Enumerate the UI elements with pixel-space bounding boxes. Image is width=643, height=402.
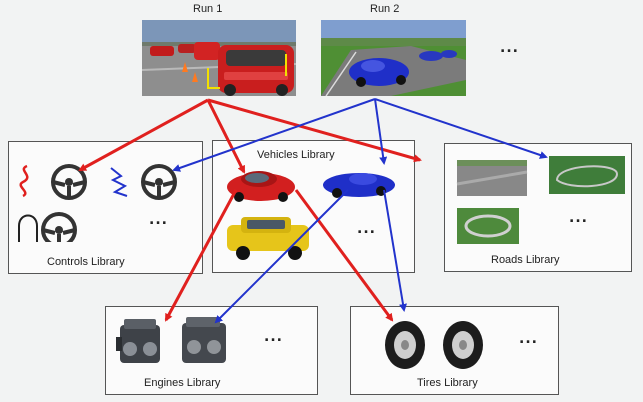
run-2-label: Run 2	[370, 3, 400, 15]
road-tile-loop	[549, 156, 625, 194]
blue-roadster-image	[323, 173, 395, 198]
arrow-vehicle2-to-tire	[383, 189, 407, 312]
run-1-label: Run 1	[193, 3, 223, 15]
yellow-suv-image	[227, 217, 309, 260]
arrow-run1-to-controls	[78, 98, 209, 172]
engine-image	[182, 317, 226, 363]
arrow-run1-to-vehicles	[206, 99, 246, 174]
arrow-vehicle-to-tire	[294, 189, 394, 322]
tire-image	[385, 321, 425, 369]
controls-library-title: Controls Library	[47, 256, 125, 268]
steering-input-curve-blue	[110, 167, 128, 197]
steering-wheel-icon	[41, 212, 77, 242]
arrow-run2-to-controls	[172, 98, 376, 172]
engine-image	[116, 319, 160, 363]
roads-library-box: ... Roads Library	[444, 143, 632, 272]
steering-input-curve-red	[19, 164, 29, 198]
road-tile-circle	[457, 208, 519, 244]
arrow-vehicle-to-engine	[164, 189, 238, 322]
tires-library-box: ... Tires Library	[350, 306, 559, 395]
run-1-arrows	[78, 98, 422, 322]
roads-library-title: Roads Library	[491, 254, 560, 266]
tires-library-title: Tires Library	[417, 377, 478, 389]
roads-library-contents	[456, 156, 625, 244]
steering-input-curve-black	[18, 214, 38, 242]
engines-library-contents	[116, 317, 226, 363]
vehicles-library-title: Vehicles Library	[257, 149, 335, 161]
tires-library-contents	[385, 321, 483, 369]
tire-image	[443, 321, 483, 369]
vehicles-more-ellipsis: ...	[357, 221, 376, 237]
arrow-vehicle2-to-engine	[214, 189, 349, 324]
engines-library-title: Engines Library	[144, 377, 221, 389]
steering-wheel-icon	[51, 164, 87, 200]
steering-wheel-icon	[141, 164, 177, 200]
red-sedan-image	[227, 171, 295, 202]
run-1-thumbnail[interactable]	[142, 20, 296, 96]
run-2-arrows	[172, 98, 548, 324]
controls-more-ellipsis: ...	[149, 212, 168, 228]
run-1-scene-image	[142, 20, 296, 96]
controls-library-contents	[18, 164, 177, 242]
more-runs-ellipsis: ...	[500, 40, 519, 56]
arrow-run2-to-vehicles	[374, 98, 388, 165]
roads-more-ellipsis: ...	[569, 210, 588, 226]
run-2-thumbnail[interactable]	[321, 20, 466, 96]
tires-more-ellipsis: ...	[519, 331, 538, 347]
road-tile-straight	[456, 160, 528, 196]
engines-library-box: ... Engines Library	[105, 306, 318, 395]
arrow-run1-to-roads	[207, 98, 422, 163]
engines-more-ellipsis: ...	[264, 329, 283, 345]
arrow-run2-to-roads	[374, 98, 548, 159]
controls-library-box: ... Controls Library	[8, 141, 203, 274]
run-2-scene-image	[321, 20, 466, 96]
vehicles-library-contents	[227, 171, 395, 260]
